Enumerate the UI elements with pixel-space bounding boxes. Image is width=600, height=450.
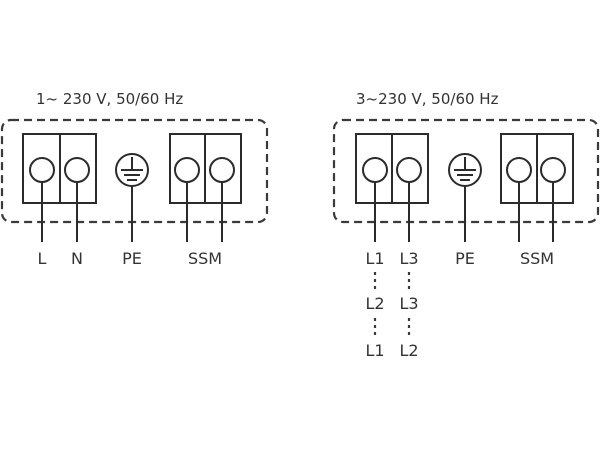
- label-phase-b-row3: L2: [399, 341, 418, 360]
- panel-title: 3~230 V, 50/60 Hz: [356, 90, 499, 108]
- terminal-screw-ssm2-icon: [540, 157, 566, 183]
- label-phase-a-row3: L1: [365, 341, 384, 360]
- terminal-screw-n-icon: [64, 157, 90, 183]
- terminal-block-ssm: [500, 133, 574, 242]
- terminal-screw-ssm1-icon: [506, 157, 532, 183]
- label-ssm: SSM: [188, 249, 222, 268]
- terminal-pe: [448, 153, 482, 242]
- terminal-block-mains: [355, 133, 429, 242]
- label-ssm: SSM: [520, 249, 554, 268]
- label-phase-a-row1: L1: [365, 249, 384, 268]
- housing-outline: [0, 118, 269, 224]
- terminal-screw-b-icon: [396, 157, 422, 183]
- label-phase-b-row1: L3: [399, 249, 418, 268]
- terminal-screw-a-icon: [362, 157, 388, 183]
- label-pe: PE: [122, 249, 142, 268]
- terminal-screw-l-icon: [29, 157, 55, 183]
- panel-three-phase: 3~230 V, 50/60 Hz L1 L3: [332, 90, 600, 360]
- terminal-block-mains: [22, 133, 97, 242]
- panel-single-phase: 1~ 230 V, 50/60 Hz: [0, 90, 269, 268]
- label-l: L: [38, 249, 47, 268]
- terminal-block-ssm: [169, 133, 242, 242]
- label-phase-b-row2: L3: [399, 294, 418, 313]
- terminal-screw-ssm1-icon: [174, 157, 200, 183]
- terminal-screw-ssm2-icon: [209, 157, 235, 183]
- label-pe: PE: [455, 249, 475, 268]
- terminal-pe: [115, 153, 149, 242]
- panel-title: 1~ 230 V, 50/60 Hz: [36, 90, 183, 108]
- label-phase-a-row2: L2: [365, 294, 384, 313]
- label-n: N: [71, 249, 83, 268]
